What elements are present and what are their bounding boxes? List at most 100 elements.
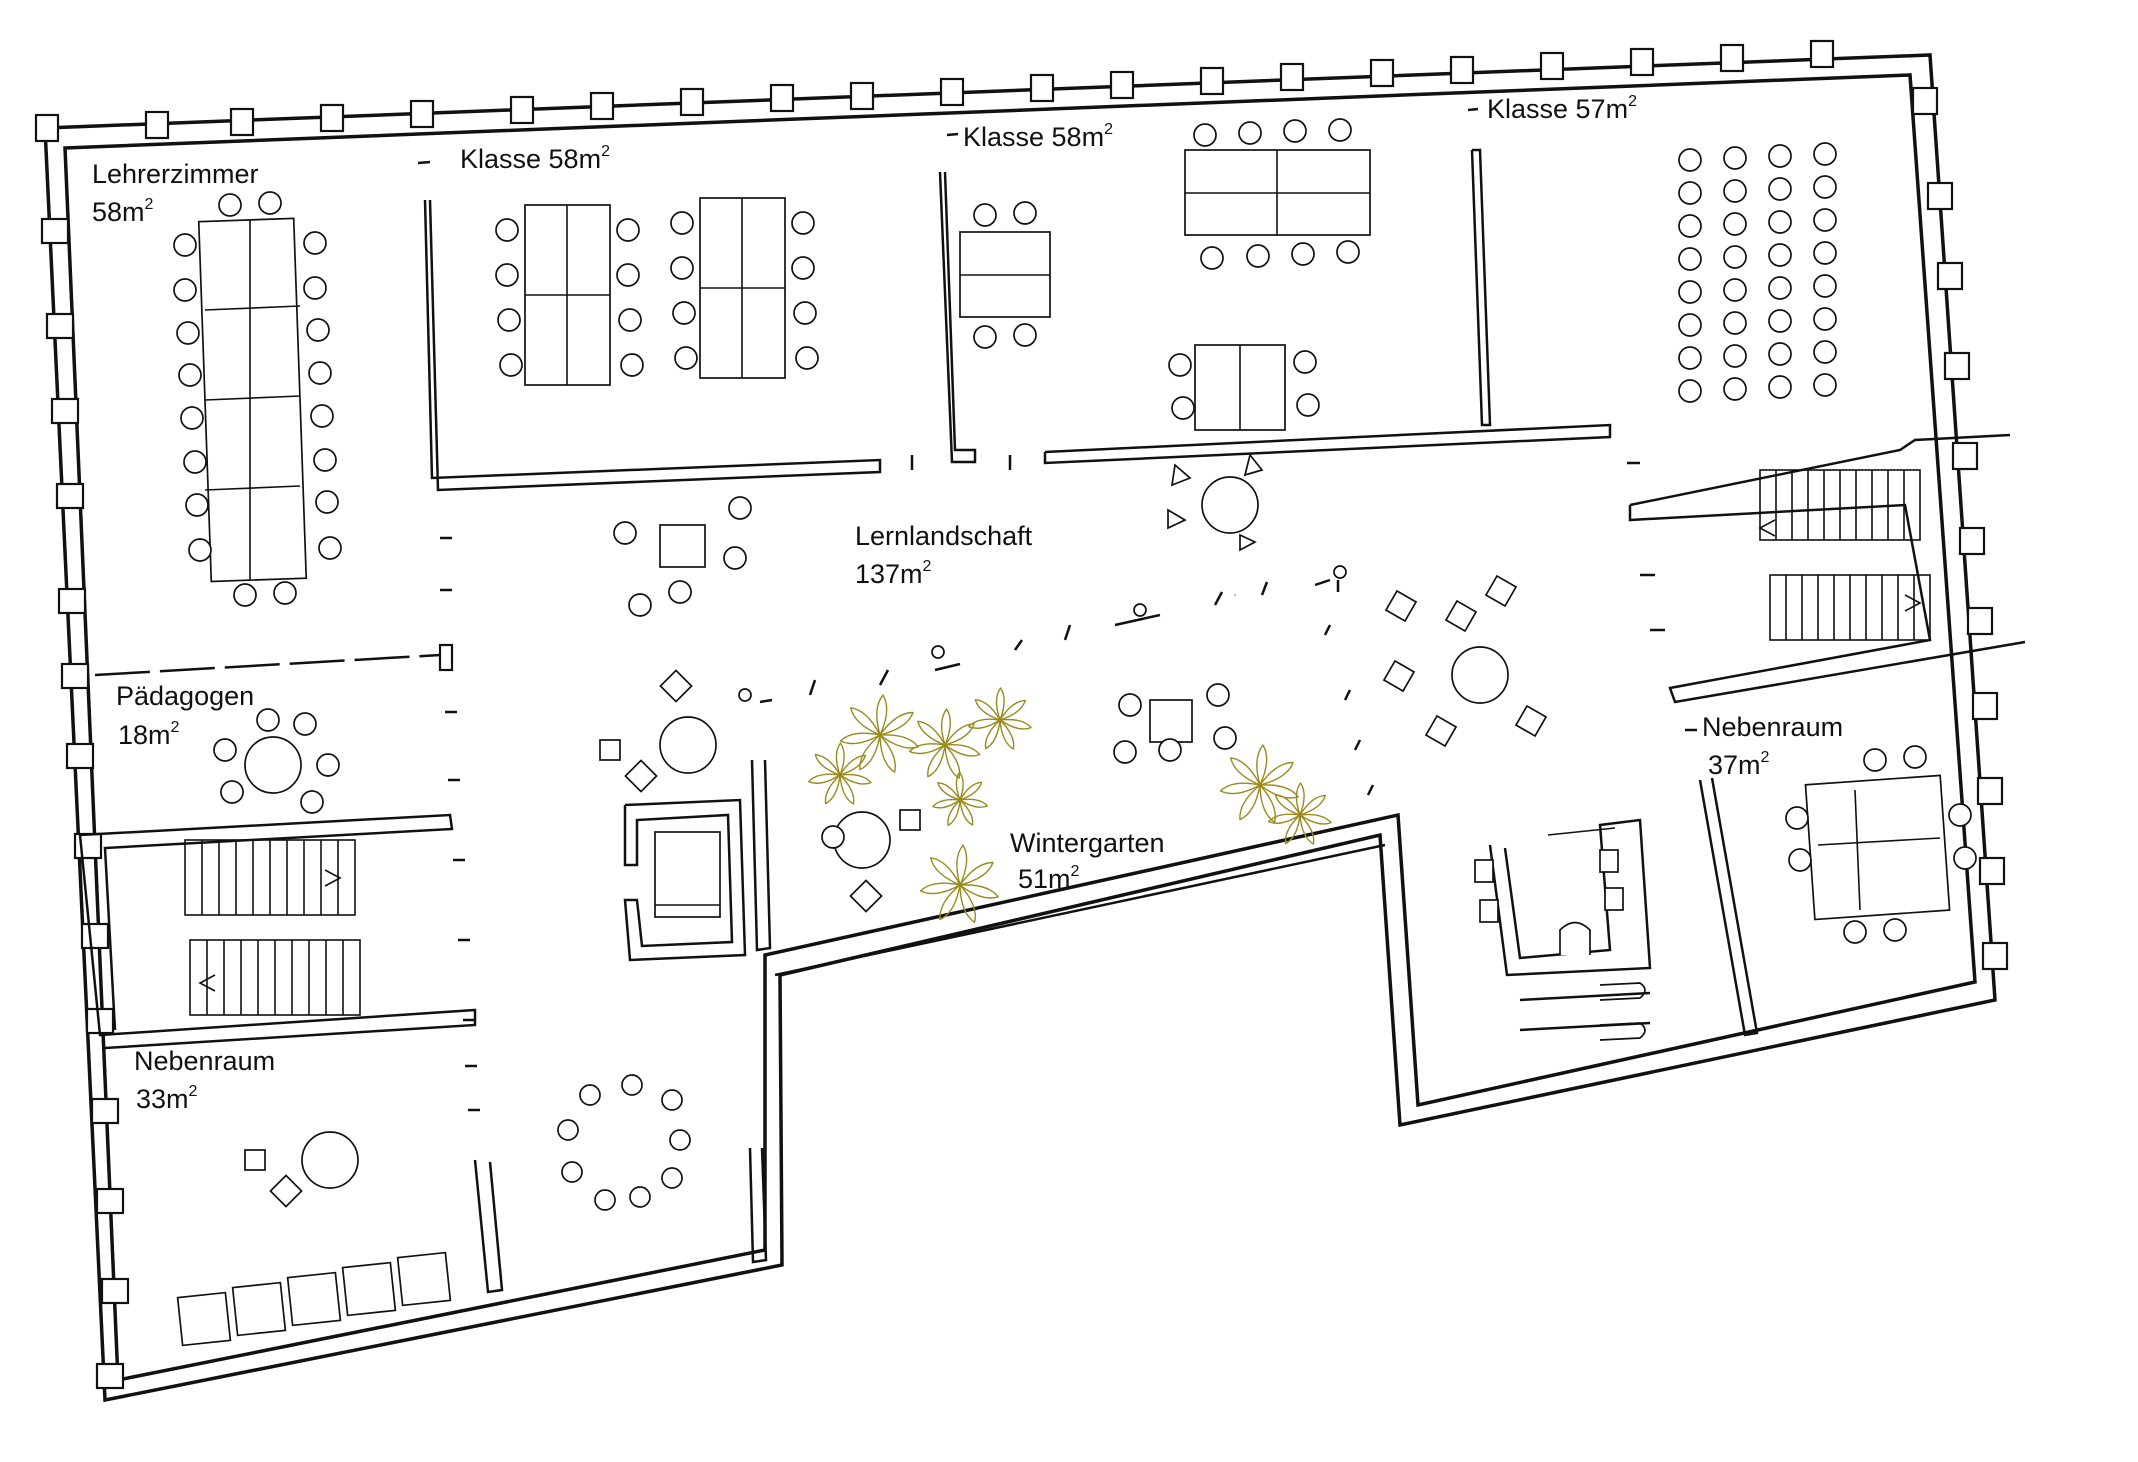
chair — [1723, 377, 1747, 401]
plant-leaf — [959, 884, 999, 899]
east-stair-wall-2 — [1629, 433, 2011, 507]
stair-arrow — [1904, 594, 1922, 612]
chair — [1768, 144, 1792, 168]
plant-leaf — [1299, 794, 1327, 816]
chair — [1158, 738, 1182, 762]
plant-leaf — [974, 698, 1001, 721]
chair — [670, 211, 694, 235]
chair — [1678, 148, 1702, 172]
window-pier — [1199, 66, 1225, 96]
plant-leaf — [835, 742, 845, 776]
klasse2-south-wall — [1043, 423, 1612, 465]
window-pier — [1971, 691, 1999, 721]
wintergarten-boundary — [934, 662, 961, 672]
chair — [1113, 740, 1137, 764]
plant-leaf — [947, 799, 961, 827]
plant-leaf — [999, 719, 1015, 750]
chair — [973, 203, 997, 227]
chair — [1013, 323, 1037, 347]
chair — [1843, 920, 1867, 944]
window-piers — [34, 39, 2009, 1390]
chair — [495, 263, 519, 287]
plant-leaf — [1259, 784, 1299, 799]
column-post — [931, 645, 945, 659]
window-pier — [1809, 39, 1835, 69]
chair — [1813, 175, 1837, 199]
core-wall — [623, 798, 747, 962]
chair — [1206, 683, 1230, 707]
chair — [1768, 309, 1792, 333]
plant-leaf — [1274, 793, 1301, 816]
basin — [1599, 982, 1646, 1001]
chair — [313, 448, 337, 472]
plant-leaf — [1256, 744, 1268, 786]
chair — [661, 1167, 683, 1189]
label-lehrerzimmer-area: 58m2 — [92, 196, 154, 227]
toilet — [1599, 849, 1619, 873]
chair — [495, 218, 519, 242]
stool — [1484, 574, 1518, 608]
plant-leaf — [1299, 813, 1332, 825]
table-seam — [204, 395, 301, 401]
chair — [188, 538, 212, 562]
chair — [672, 301, 696, 325]
plant-leaf — [908, 743, 946, 755]
stool — [1170, 463, 1192, 487]
chair — [628, 593, 652, 617]
window-pier — [55, 482, 85, 510]
stool — [899, 809, 921, 831]
sanitary-partition — [1519, 991, 1651, 1002]
chair — [728, 496, 752, 520]
wintergarten-boundary — [1114, 613, 1161, 627]
chair — [1200, 246, 1224, 270]
window-pier — [80, 922, 110, 950]
table — [659, 524, 706, 568]
label-klasse-2: Klasse 58m2 — [963, 121, 1113, 152]
chair — [318, 536, 342, 560]
column-post — [1133, 603, 1147, 617]
stool — [244, 1149, 266, 1171]
plant-leaf — [995, 687, 1005, 721]
window-pier — [57, 587, 87, 615]
window-pier — [144, 110, 170, 140]
south-service-wall — [748, 1147, 768, 1264]
window-pier — [1926, 181, 1954, 211]
wintergarten-boundary — [1213, 591, 1224, 606]
plant-leaf — [930, 857, 961, 886]
chair — [1723, 212, 1747, 236]
plant-leaf — [879, 734, 919, 749]
chair — [180, 406, 204, 430]
chair — [1678, 313, 1702, 337]
plant-leaf — [959, 781, 983, 801]
chair — [661, 1089, 683, 1111]
chair — [620, 353, 644, 377]
wintergarten-boundary — [1366, 784, 1375, 796]
chair — [310, 404, 334, 428]
klasse1-wall — [423, 199, 882, 492]
chair — [1723, 311, 1747, 335]
plant-leaf — [944, 744, 981, 757]
chair — [621, 1074, 643, 1096]
wintergarten-boundary — [1013, 639, 1024, 651]
label-nebenraum-east-area: 37m2 — [1708, 749, 1770, 780]
chair — [256, 708, 280, 732]
sanitary-door-line — [1547, 827, 1616, 836]
plant-leaf — [917, 720, 946, 746]
window-pier — [1719, 43, 1745, 73]
window-pier — [73, 832, 103, 860]
chair — [973, 325, 997, 349]
window-pier — [95, 1187, 125, 1215]
storage-box — [396, 1251, 452, 1307]
core-shaft — [654, 831, 721, 918]
chair — [1863, 748, 1887, 772]
chair — [1283, 119, 1307, 143]
column-post — [738, 688, 752, 702]
window-pier — [1966, 606, 1994, 636]
stool — [1384, 589, 1418, 623]
furniture — [173, 118, 1977, 1347]
chair — [1213, 726, 1237, 750]
table-seam — [1854, 789, 1861, 911]
label-lehrerzimmer: Lehrerzimmer — [92, 159, 259, 189]
chair — [795, 346, 819, 370]
chair — [1723, 245, 1747, 269]
